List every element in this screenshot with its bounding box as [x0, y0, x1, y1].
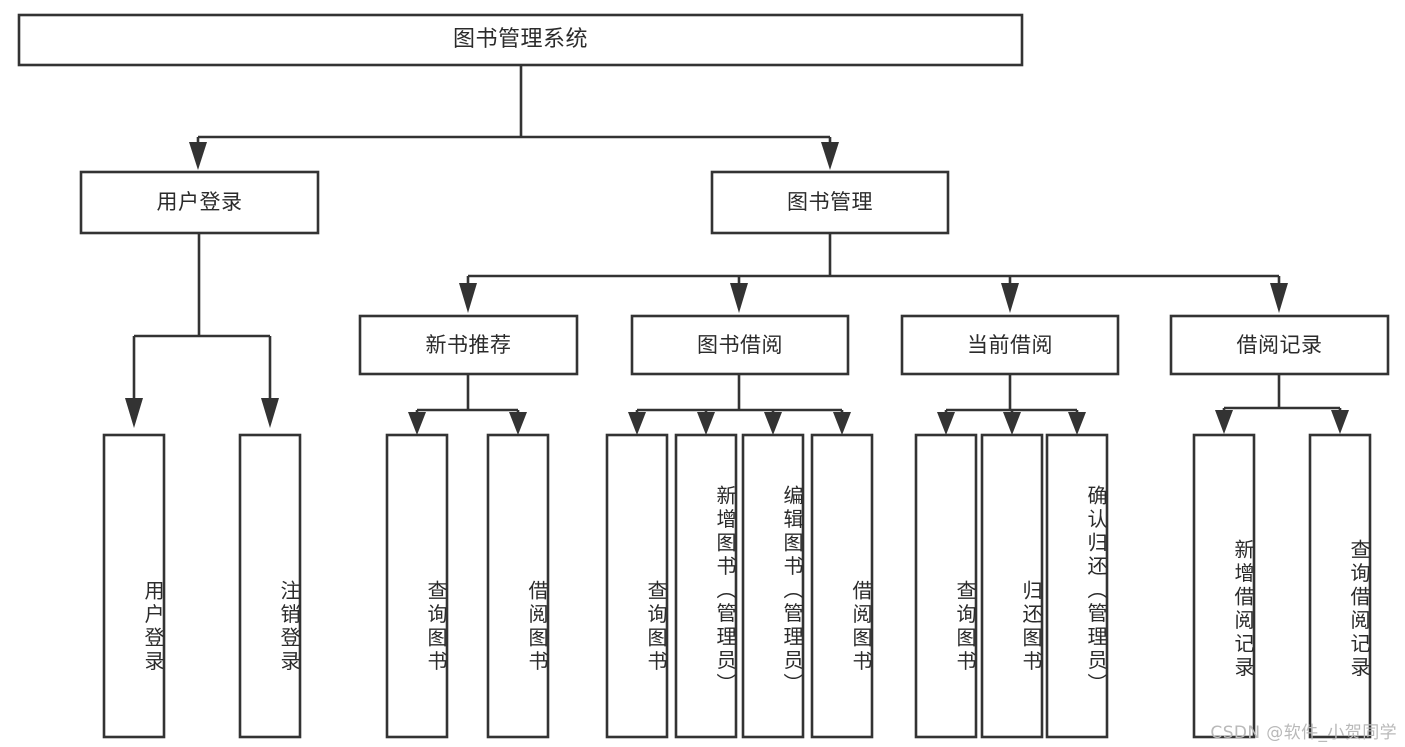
- arrow-user-login-leaf-1: [261, 398, 279, 428]
- arrow-book-borrow-leaf-1: [697, 412, 715, 435]
- node-leaf-book-borrow-3-box[interactable]: [810, 433, 874, 739]
- node-leaf-current-borrow-2-box[interactable]: [1045, 433, 1109, 739]
- arrow-book-borrow-leaf-2: [764, 412, 782, 435]
- node-leaf-current-borrow-0-box[interactable]: [914, 433, 978, 739]
- node-leaf-user-login-1-box[interactable]: [238, 433, 302, 739]
- arrow-current-borrow-leaf-1: [1003, 412, 1021, 435]
- arrow-current-borrow-leaf-2: [1068, 412, 1086, 435]
- arrow-book-borrow-leaf-0: [628, 412, 646, 435]
- node-root-box[interactable]: [17, 13, 1024, 67]
- arrow-level2-2: [1001, 283, 1019, 313]
- node-new-book-box[interactable]: [358, 314, 579, 376]
- node-leaf-book-borrow-0-box[interactable]: [605, 433, 669, 739]
- node-user-login-box[interactable]: [79, 170, 320, 235]
- arrow-new-book-leaf-1: [509, 412, 527, 435]
- arrow-level2-1: [730, 283, 748, 313]
- node-borrow-record-box[interactable]: [1169, 314, 1390, 376]
- node-book-manage-box[interactable]: [710, 170, 950, 235]
- arrow-borrow-record-leaf-1: [1331, 410, 1349, 434]
- node-leaf-new-book-0-box[interactable]: [385, 433, 449, 739]
- arrow-current-borrow-leaf-0: [937, 412, 955, 435]
- node-leaf-borrow-record-1-box[interactable]: [1308, 433, 1372, 739]
- arrow-user-login-leaf-0: [125, 398, 143, 428]
- node-leaf-user-login-0-box[interactable]: [102, 433, 166, 739]
- arrow-level1-0: [189, 142, 207, 170]
- node-leaf-new-book-1-box[interactable]: [486, 433, 550, 739]
- node-leaf-book-borrow-1-box[interactable]: [674, 433, 738, 739]
- node-book-borrow-box[interactable]: [630, 314, 850, 376]
- arrow-book-borrow-leaf-3: [833, 412, 851, 435]
- node-current-borrow-box[interactable]: [900, 314, 1120, 376]
- node-leaf-borrow-record-0-box[interactable]: [1192, 433, 1256, 739]
- arrow-level2-0: [459, 283, 477, 313]
- node-leaf-current-borrow-1-box[interactable]: [980, 433, 1044, 739]
- arrow-level1-1: [821, 142, 839, 170]
- arrow-new-book-leaf-0: [408, 412, 426, 435]
- arrow-borrow-record-leaf-0: [1215, 410, 1233, 434]
- node-leaf-book-borrow-2-box[interactable]: [741, 433, 805, 739]
- arrow-level2-3: [1270, 283, 1288, 313]
